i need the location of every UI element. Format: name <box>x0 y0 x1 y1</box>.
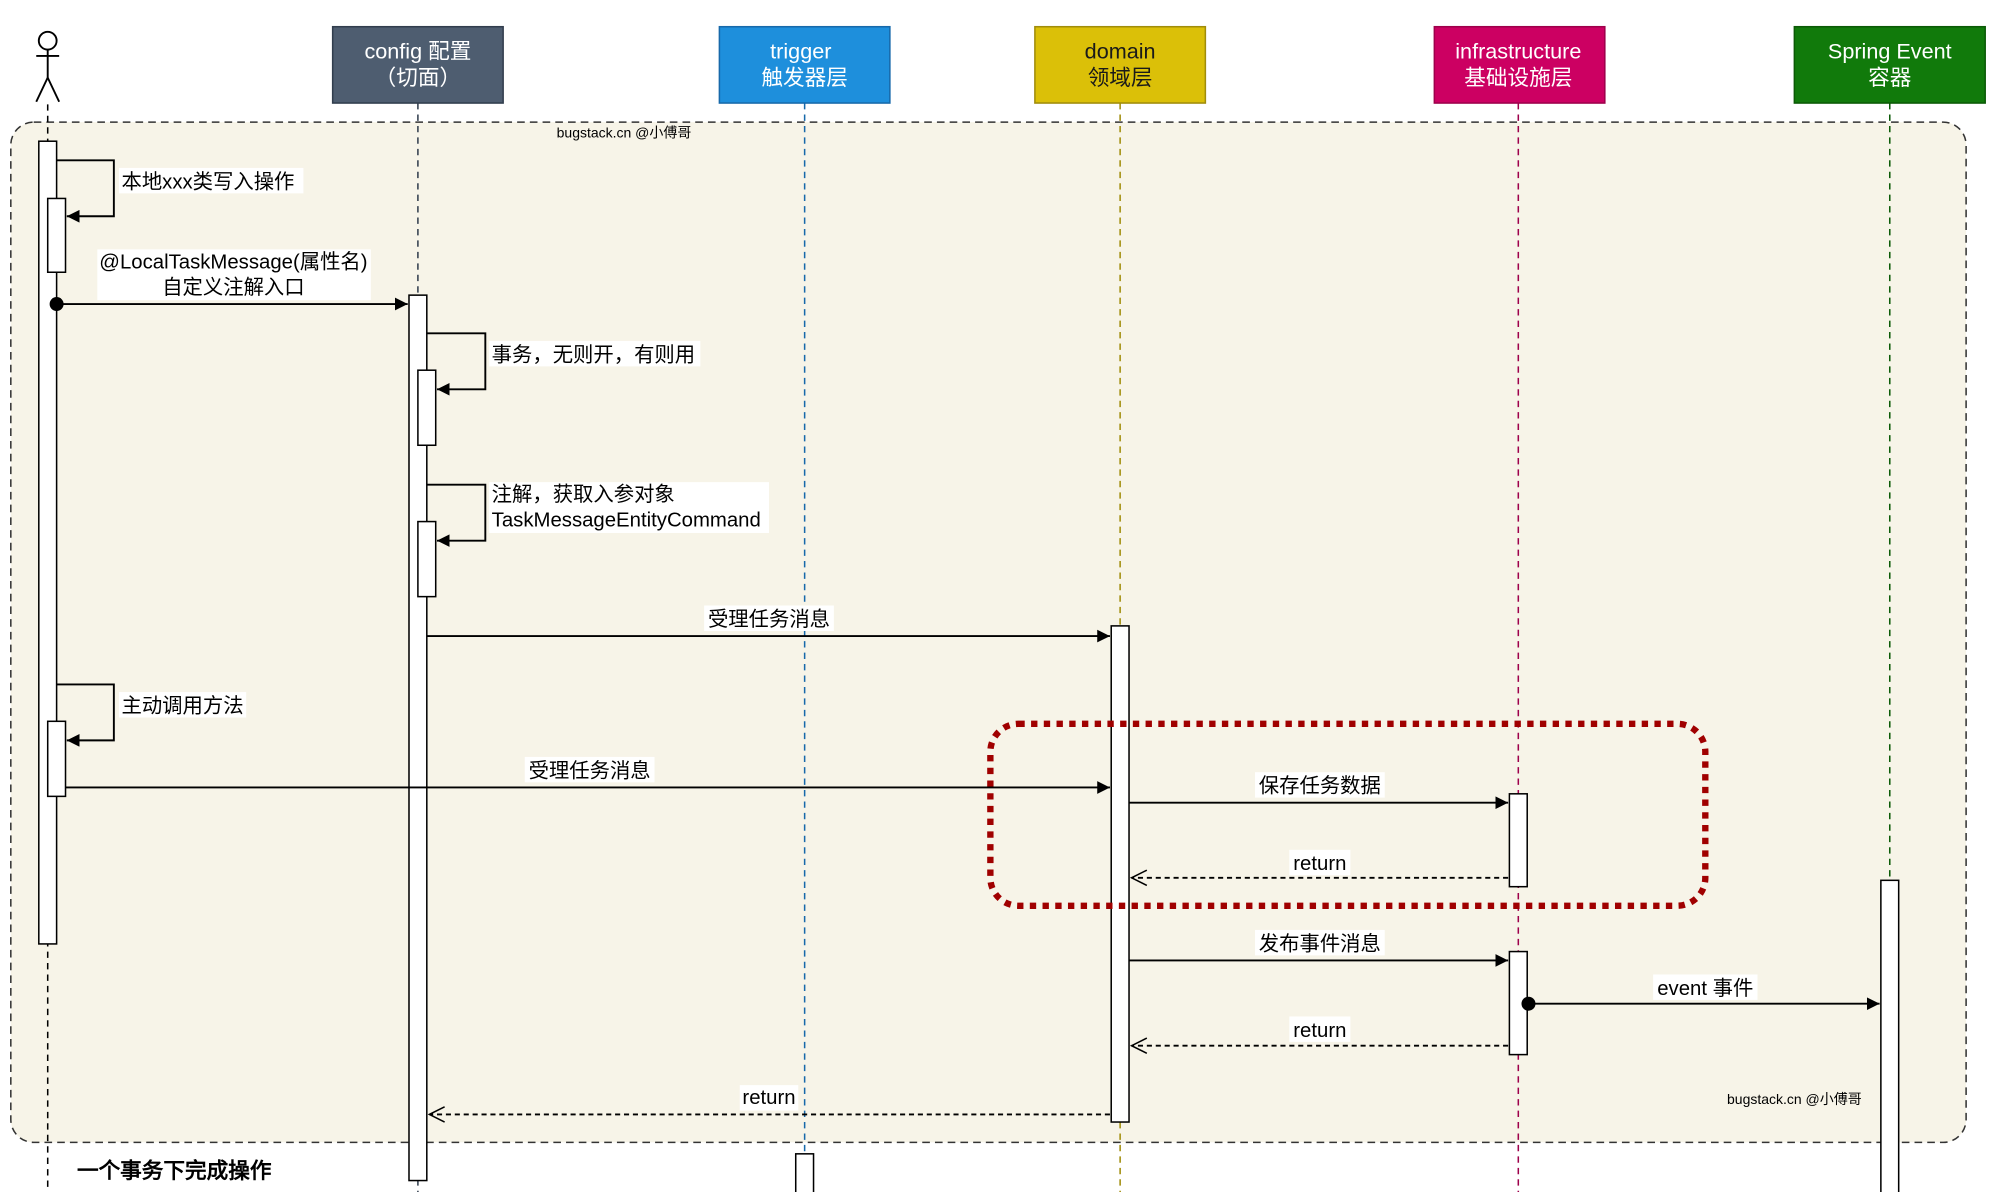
message-get-entity-command[interactable]: 注解，获取入参对象 TaskMessageEntityCommand <box>426 482 770 548</box>
message-label: 注解，获取入参对象 <box>492 483 675 506</box>
message-label: 本地xxx类写入操作 <box>121 170 294 193</box>
highlight-box <box>987 720 1709 909</box>
participant-infrastructure[interactable]: infrastructure 基础设施层 <box>1433 25 1606 104</box>
watermark-top: bugstack.cn @小傅哥 <box>557 124 692 140</box>
actor-icon[interactable] <box>35 30 61 103</box>
message-accept-task-1[interactable]: 受理任务消息 <box>426 605 1110 643</box>
activation-infrastructure-1[interactable] <box>1508 793 1528 888</box>
message-label: 保存任务数据 <box>1259 775 1381 798</box>
participant-trigger-label: trigger <box>770 39 831 64</box>
participant-config-sublabel: （切面） <box>375 65 461 90</box>
message-accept-task-2[interactable]: 受理任务消息 <box>65 756 1110 794</box>
message-local-write[interactable]: 本地xxx类写入操作 <box>56 159 304 223</box>
participant-infrastructure-label: infrastructure <box>1455 39 1581 64</box>
message-publish-event[interactable]: 发布事件消息 <box>1129 929 1509 967</box>
activation-actor-self2[interactable] <box>46 720 67 798</box>
watermark-bottom: bugstack.cn @小傅哥 <box>1727 1091 1862 1107</box>
message-label: 主动调用方法 <box>121 694 243 717</box>
activation-config-self1[interactable] <box>417 369 437 447</box>
message-active-call[interactable]: 主动调用方法 <box>56 683 247 747</box>
message-label: return <box>742 1087 795 1109</box>
activation-trigger[interactable] <box>794 1153 815 1192</box>
activation-domain[interactable] <box>1110 625 1130 1123</box>
message-save-task-data[interactable]: 保存任务数据 <box>1129 772 1509 810</box>
message-transaction[interactable]: 事务，无则开，有则用 <box>426 332 701 396</box>
activation-spring-event[interactable] <box>1880 879 1900 1192</box>
message-label-line2: TaskMessageEntityCommand <box>492 510 761 532</box>
message-label-line2: 自定义注解入口 <box>162 276 304 299</box>
message-event[interactable]: event 事件 <box>1521 974 1880 1011</box>
transaction-frame <box>10 121 1967 1144</box>
activation-config-self2[interactable] <box>417 520 437 598</box>
activation-actor-self1[interactable] <box>46 197 67 274</box>
participant-config[interactable]: config 配置 （切面） <box>331 25 504 104</box>
participant-spring-event-sublabel: 容器 <box>1868 65 1911 90</box>
participant-config-label: config 配置 <box>364 39 471 64</box>
message-label: 受理任务消息 <box>708 608 830 631</box>
message-label: return <box>1293 1020 1346 1042</box>
message-annotation-entry[interactable]: @LocalTaskMessage(属性名) 自定义注解入口 <box>49 249 408 312</box>
participant-domain-label: domain <box>1085 39 1156 64</box>
participant-domain[interactable]: domain 领域层 <box>1034 25 1207 104</box>
message-return-save[interactable]: return <box>1129 849 1509 887</box>
participant-spring-event[interactable]: Spring Event 容器 <box>1793 25 1986 104</box>
message-label: event 事件 <box>1657 977 1753 1000</box>
participant-infrastructure-sublabel: 基础设施层 <box>1464 65 1572 90</box>
participant-spring-event-label: Spring Event <box>1828 39 1952 64</box>
message-return-publish[interactable]: return <box>1129 1016 1509 1055</box>
message-label: return <box>1293 853 1346 875</box>
message-label: 事务，无则开，有则用 <box>492 343 695 366</box>
message-label: 受理任务消息 <box>529 759 651 782</box>
participant-trigger-sublabel: 触发器层 <box>761 65 847 90</box>
activation-config-main[interactable] <box>408 294 428 1182</box>
message-return-accept[interactable]: return <box>427 1085 1110 1123</box>
participant-domain-sublabel: 领域层 <box>1088 65 1153 90</box>
message-label: 发布事件消息 <box>1259 932 1381 955</box>
participant-trigger[interactable]: trigger 触发器层 <box>718 25 891 104</box>
message-label: @LocalTaskMessage(属性名) <box>99 250 367 273</box>
footer-note: 一个事务下完成操作 <box>77 1158 272 1183</box>
